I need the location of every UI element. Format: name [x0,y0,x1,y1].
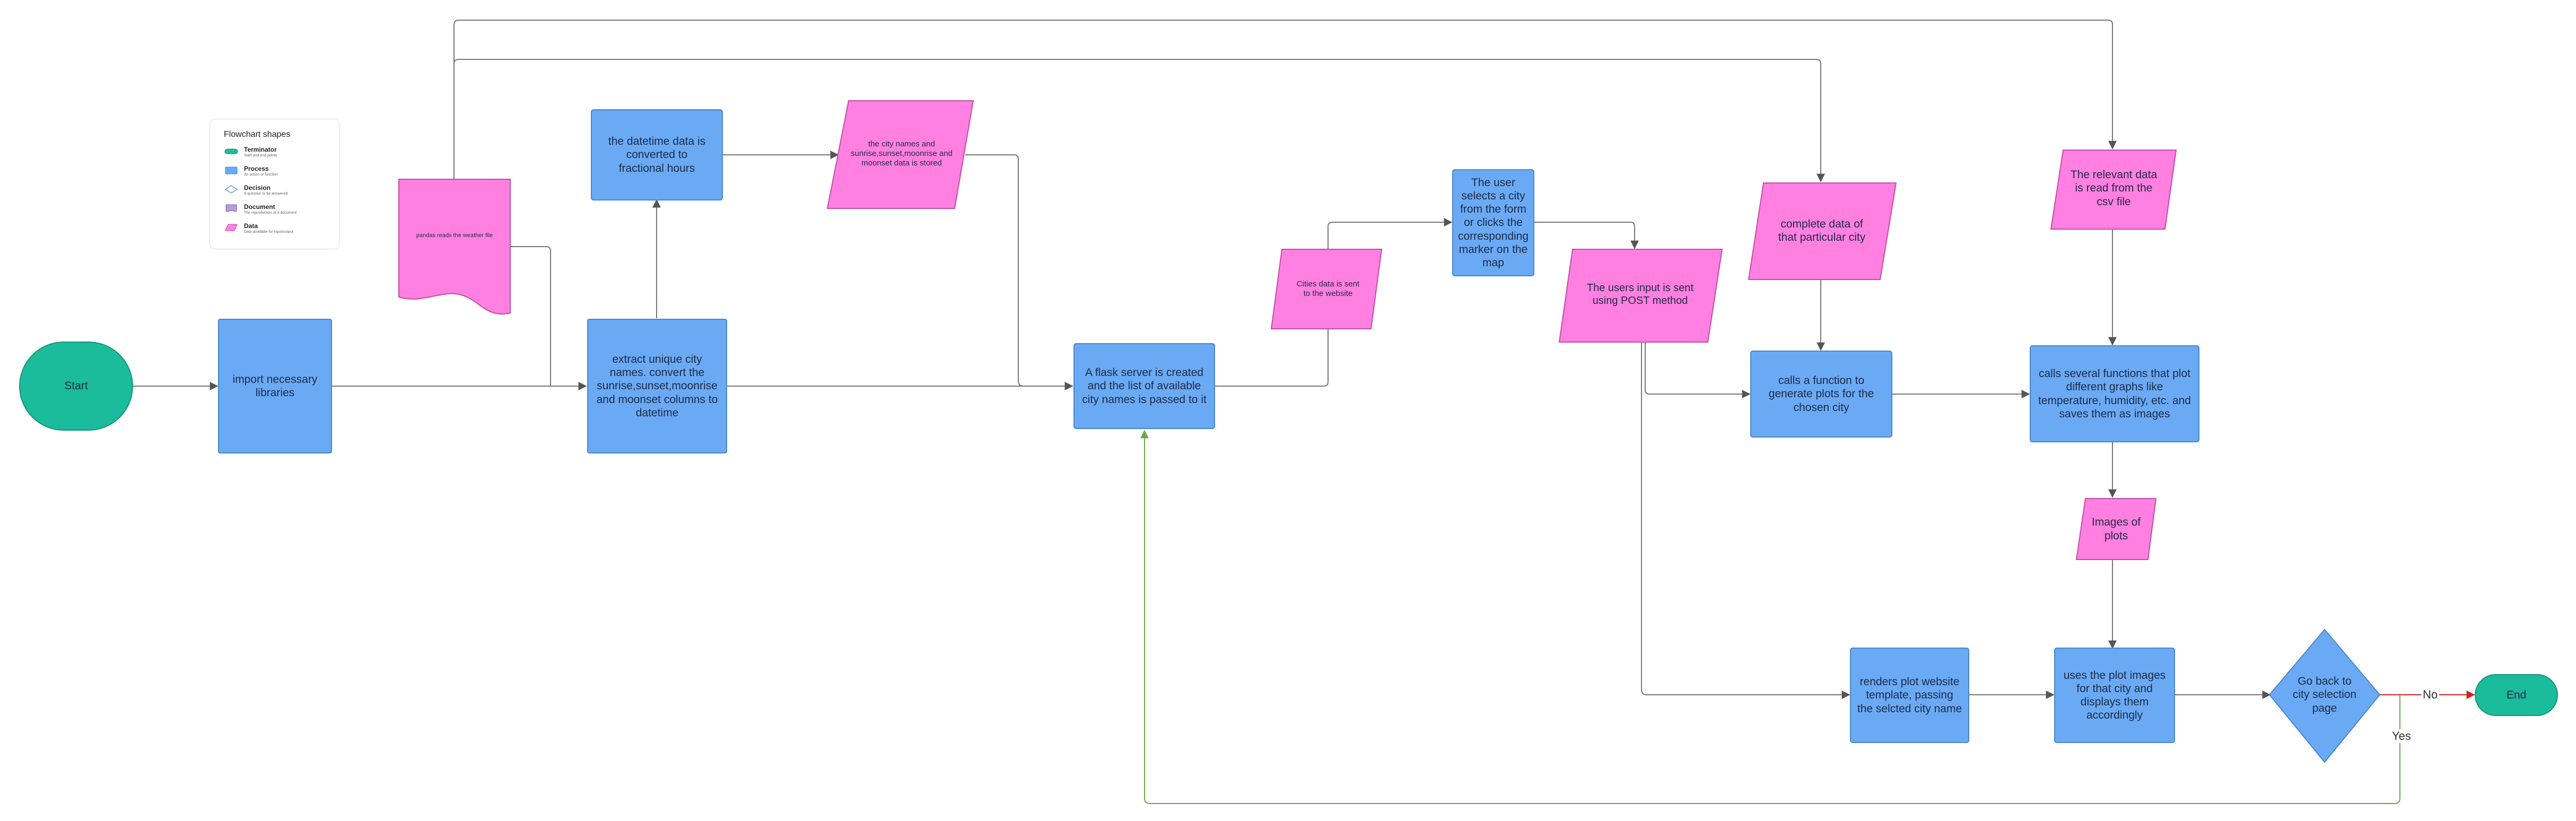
render-template-process [1850,648,1969,743]
display-images-process [2054,648,2175,743]
edge-cities-sent-to-user [1328,218,1453,249]
legend-item-data: Data Data available for input/output [224,222,339,239]
legend-decision-desc: A question to be answered [244,192,288,196]
decision-icon [224,185,238,194]
convert-fractional-label: the datetime data is converted to fracti… [608,135,706,174]
relevant-data-read-data [2050,150,2177,230]
convert-fractional-process [591,109,723,200]
city-data-stored-label: the city names and sunrise,sunset,moonri… [851,139,953,168]
legend-process-name: Process [244,165,269,172]
edge-label-no: No [2421,688,2440,702]
city-data-stored-data [826,100,974,209]
go-back-decision-label: Go back to city selection page [2292,675,2357,714]
legend-data-desc: Data available for input/output [244,230,294,234]
flask-server-process [1073,343,1215,429]
edge-readfile-to-extract [510,246,551,386]
legend-document-name: Document [244,203,275,211]
legend-document-desc: The reproduction of a document [244,211,297,215]
read-weather-file-document [398,179,511,315]
start-label: Start [64,380,88,392]
terminator-icon [224,149,238,154]
edge-post-to-generate [1645,342,1751,398]
edge-decision-yes-to-flask [1140,430,2400,804]
generate-plots-fn-label: calls a function to generate plots for t… [1768,374,1874,414]
legend-item-decision: Decision A question to be answered [224,184,339,200]
complete-city-data-data [1748,182,1897,280]
complete-city-data-label: complete data of that particular city [1778,217,1866,243]
legend-data-name: Data [244,222,258,230]
import-libraries-process [218,319,332,453]
images-of-plots-label: Images of plots [2091,516,2141,542]
edge-user-to-post [1534,222,1639,249]
flask-server-label: A flask server is created and the list o… [1082,366,1207,406]
cities-sent-label: Cities data is sent to the website [1296,280,1360,298]
generate-plots-fn-process [1750,351,1892,438]
legend-terminator-desc: Start and end points [244,154,277,158]
display-images-label: uses the plot images for that city and d… [2063,669,2166,722]
post-method-data [1558,249,1723,343]
images-of-plots-data [2075,498,2157,560]
end-terminator [2475,674,2558,716]
render-template-label: renders plot website template, passing t… [1857,676,1962,715]
data-icon [225,224,238,231]
plot-functions-process [2030,345,2199,442]
end-label: End [2506,688,2527,701]
extract-unique-cities-process [587,319,727,453]
edge-post-to-render [1641,342,1850,699]
flowchart-shapes-legend: Flowchart shapes Terminator Start and en… [209,119,339,249]
edge-flask-to-cities-sent [1215,291,1332,387]
cities-sent-data [1270,249,1383,329]
post-method-label: The users input is sent using POST metho… [1586,282,1694,307]
start-terminator [19,342,133,431]
document-icon [225,204,237,212]
process-icon [225,167,238,174]
user-selects-label: The user selects a city from the form or… [1457,176,1529,269]
go-back-decision [2268,628,2381,763]
edge-stored-to-flask [965,154,1073,390]
edge-label-yes: Yes [2390,729,2413,743]
legend-item-process: Process An action or function [224,165,339,181]
relevant-data-read-label: The relevant data is read from the csv f… [2070,169,2158,208]
edge-readfile-to-relevant [453,20,2117,179]
legend-process-desc: An action or function [244,173,278,177]
import-libraries-label: import necessary libraries [232,373,318,399]
extract-unique-cities-label: extract unique city names. convert the s… [596,353,718,419]
read-weather-file-label: pandas reads the weather file [416,232,493,239]
legend-terminator-name: Terminator [244,146,277,153]
legend-decision-name: Decision [244,184,271,191]
plot-functions-label: calls several functions that plot differ… [2038,368,2191,420]
legend-item-document: Document The reproduction of a document [224,203,339,220]
legend-title: Flowchart shapes [224,130,291,139]
user-selects-process [1452,169,1534,276]
legend-item-terminator: Terminator Start and end points [224,146,339,162]
